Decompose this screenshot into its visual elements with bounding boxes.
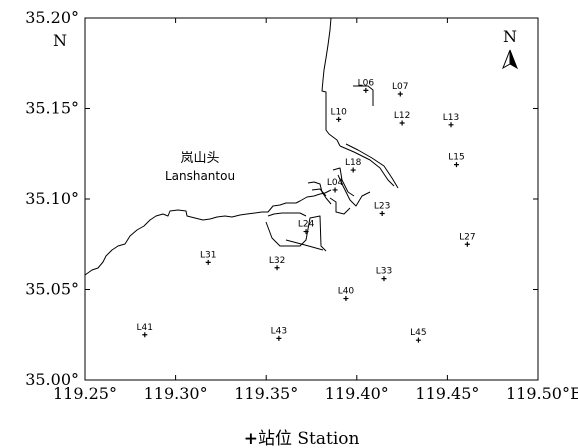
north-arrow-icon-outline (502, 49, 511, 70)
station-l27: L27 (459, 232, 476, 247)
outer-breakwater (285, 239, 324, 251)
station-marker-icon (274, 265, 280, 271)
north-arrow-label: N (503, 27, 517, 46)
station-marker-icon (343, 296, 349, 302)
station-l24: L24 (298, 220, 315, 235)
y-axis: 35.00° 35.05° 35.10° 35.15° 35.20° N (25, 8, 538, 389)
south-mole (265, 215, 327, 252)
station-label: L27 (459, 232, 475, 242)
station-marker-icon (379, 210, 385, 216)
x-tick-label: 119.40° (325, 384, 389, 403)
y-tick-label: 35.10° (25, 189, 79, 208)
station-l15: L15 (448, 153, 465, 168)
station-label: L15 (448, 153, 464, 163)
station-marker-icon (399, 120, 405, 126)
station-marker-icon (336, 116, 342, 122)
station-l23: L23 (374, 201, 390, 216)
north-arrow-icon (509, 49, 518, 70)
station-marker-icon (397, 91, 403, 97)
coastline-north (321, 17, 341, 147)
station-l10: L10 (330, 107, 347, 122)
x-axis-unit: E (570, 384, 578, 403)
south-mole-2 (267, 212, 307, 217)
y-tick-label: 35.00° (25, 370, 79, 389)
station-label: L32 (269, 256, 285, 266)
station-marker-icon (205, 259, 211, 265)
station-marker-icon (276, 335, 282, 341)
station-l06: L06 (358, 78, 375, 93)
coastline (84, 17, 399, 276)
basin-east (332, 167, 355, 197)
station-marker-icon (350, 167, 356, 173)
pier-top (353, 85, 374, 106)
legend-label: 站位 Station (258, 429, 360, 448)
x-tick-label: 119.25° (53, 384, 117, 403)
station-l40: L40 (338, 287, 355, 302)
coastline-main (84, 189, 332, 276)
station-marker-icon (142, 332, 148, 338)
station-l41: L41 (137, 323, 153, 338)
place-name-en: Lanshantou (165, 169, 235, 183)
station-label: L43 (271, 326, 287, 336)
station-label: L24 (298, 220, 315, 230)
x-tick-label: 119.45° (415, 384, 479, 403)
station-label: L41 (137, 323, 153, 333)
station-marker-icon (303, 229, 309, 235)
y-tick-label: 35.15° (25, 99, 79, 118)
station-l04: L04 (327, 178, 344, 193)
y-tick-label: 35.05° (25, 280, 79, 299)
legend-symbol: + (244, 429, 258, 448)
x-tick-label: 119.35° (234, 384, 298, 403)
station-l07: L07 (392, 82, 409, 97)
station-label: L06 (358, 78, 375, 88)
y-axis-unit: N (53, 31, 67, 50)
x-axis: 119.25° 119.30° 119.35° 119.40° 119.45° 119.5… (53, 18, 578, 403)
station-l12: L12 (394, 111, 410, 126)
station-l18: L18 (345, 158, 362, 173)
basin-west (307, 181, 332, 205)
station-label: L12 (394, 111, 410, 121)
basin-west-2 (311, 188, 327, 197)
legend: + 站位 Station (244, 429, 360, 448)
station-l33: L33 (376, 267, 392, 282)
station-label: L18 (345, 158, 362, 168)
station-marker-icon (453, 162, 459, 168)
station-label: L13 (443, 113, 459, 123)
station-marker-icon (332, 187, 338, 193)
station-l32: L32 (269, 256, 285, 271)
station-label: L40 (338, 287, 355, 297)
station-label: L45 (410, 328, 426, 338)
station-marker-icon (464, 241, 470, 247)
station-l13: L13 (443, 113, 459, 128)
north-arrow: N (502, 27, 518, 70)
station-marker-icon (415, 337, 421, 343)
north-breakwater (339, 145, 395, 187)
station-label: L33 (376, 267, 392, 277)
station-marker-icon (381, 276, 387, 282)
north-breakwater-inner (345, 143, 399, 189)
station-marker-icon (363, 87, 369, 93)
place-name-cn: 岚山头 (180, 151, 219, 166)
station-l31: L31 (200, 250, 216, 265)
station-l43: L43 (271, 326, 287, 341)
station-l45: L45 (410, 328, 427, 343)
station-label: L10 (330, 107, 347, 117)
station-label: L31 (200, 250, 216, 260)
station-label: L07 (392, 82, 408, 92)
station-marker-icon (448, 122, 454, 128)
inner-dock (329, 197, 351, 215)
x-tick-label: 119.30° (144, 384, 208, 403)
station-label: L23 (374, 201, 390, 211)
x-tick-label: 119.50° (506, 384, 570, 403)
basin-east-inner (337, 174, 371, 207)
station-label: L04 (327, 178, 344, 188)
y-tick-label: 35.20° (25, 8, 79, 27)
